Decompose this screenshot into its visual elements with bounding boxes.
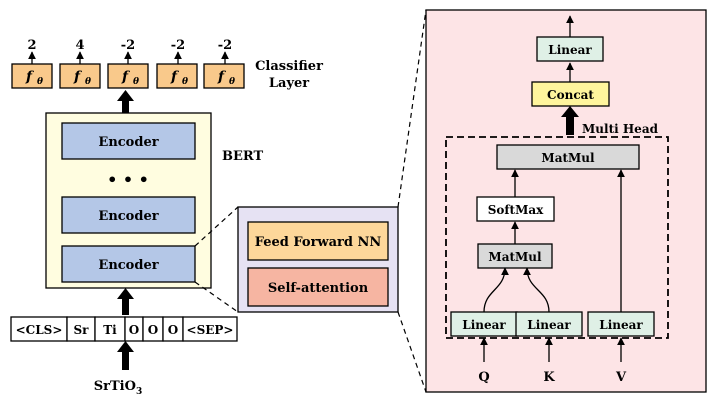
multi-head-to-concat-arrow bbox=[561, 106, 579, 135]
svg-text:f: f bbox=[170, 69, 180, 85]
token-o: O bbox=[148, 323, 158, 337]
encoder-block-highlighted: Encoder bbox=[61, 245, 196, 283]
svg-text:Linear: Linear bbox=[548, 43, 592, 57]
classifier-unit: f θ bbox=[107, 63, 149, 89]
multi-head-label: Multi Head bbox=[582, 122, 659, 136]
svg-text:Encoder: Encoder bbox=[98, 258, 158, 273]
svg-text:f: f bbox=[217, 69, 227, 85]
svg-text:f: f bbox=[73, 69, 83, 85]
matmul-bottom-block: MatMul bbox=[477, 243, 553, 269]
svg-text:f: f bbox=[25, 69, 35, 85]
feed-forward-block: Feed Forward NN bbox=[247, 221, 389, 261]
token-sep: <SEP> bbox=[187, 323, 234, 337]
classifier-output-1: 2 bbox=[27, 38, 36, 53]
svg-text:Concat: Concat bbox=[547, 88, 594, 102]
svg-text:Feed Forward NN: Feed Forward NN bbox=[255, 235, 382, 250]
input-formula: SrTiO3 bbox=[94, 379, 142, 397]
encoder-block: Encoder bbox=[61, 122, 196, 160]
tokens-to-bert-arrow bbox=[117, 288, 134, 315]
svg-text:Self-attention: Self-attention bbox=[268, 281, 369, 296]
classifier-output-3: -2 bbox=[121, 38, 135, 53]
softmax-block: SoftMax bbox=[476, 196, 555, 222]
classifier-output-2: 4 bbox=[75, 38, 84, 53]
classifier-layer-label-2: Layer bbox=[269, 76, 309, 91]
token-ti: Ti bbox=[103, 323, 117, 337]
input-v: V bbox=[615, 370, 627, 385]
self-attention-block: Self-attention bbox=[247, 267, 389, 307]
classifier-output-5: -2 bbox=[218, 38, 232, 53]
classifier-layer-label: Classifier bbox=[255, 59, 323, 74]
zoom-lines-encoder bbox=[194, 206, 239, 313]
bert-label: BERT bbox=[222, 149, 263, 164]
svg-text:MatMul: MatMul bbox=[488, 250, 542, 264]
svg-text:Linear: Linear bbox=[527, 318, 571, 332]
token-row bbox=[10, 316, 238, 342]
input-k: K bbox=[543, 370, 555, 385]
classifier-unit: f θ bbox=[156, 63, 198, 89]
token-sr: Sr bbox=[74, 323, 90, 337]
classifier-output-arrows bbox=[28, 51, 229, 64]
linear-q-block: Linear bbox=[450, 311, 518, 337]
svg-text:MatMul: MatMul bbox=[541, 151, 595, 165]
classifier-unit: f θ bbox=[203, 63, 245, 89]
classifier-output-4: -2 bbox=[171, 38, 185, 53]
linear-k-block: Linear bbox=[515, 311, 583, 337]
token-o: O bbox=[129, 323, 139, 337]
zoom-lines-attention bbox=[397, 9, 427, 393]
svg-text:Linear: Linear bbox=[462, 318, 506, 332]
svg-text:θ: θ bbox=[85, 77, 91, 87]
attention-arrows bbox=[480, 15, 625, 362]
encoder-block: Encoder bbox=[61, 196, 196, 234]
input-q: Q bbox=[478, 370, 489, 385]
concat-block: Concat bbox=[531, 81, 610, 107]
token-o: O bbox=[168, 323, 178, 337]
encoder-ellipsis: • • • bbox=[107, 170, 149, 189]
token-cls: <CLS> bbox=[16, 323, 63, 337]
svg-text:Encoder: Encoder bbox=[98, 209, 158, 224]
multi-head-box bbox=[445, 136, 669, 339]
bert-to-classifier-arrow bbox=[117, 90, 134, 113]
input-to-tokens-arrow bbox=[117, 341, 134, 370]
svg-text:Encoder: Encoder bbox=[98, 135, 158, 150]
svg-text:θ: θ bbox=[37, 77, 43, 87]
classifier-layer: f θ f θ f θ f θ f θ bbox=[11, 63, 245, 89]
svg-text:Linear: Linear bbox=[599, 318, 643, 332]
classifier-unit: f θ bbox=[59, 63, 101, 89]
svg-text:θ: θ bbox=[133, 77, 139, 87]
svg-text:θ: θ bbox=[182, 77, 188, 87]
linear-output-block: Linear bbox=[536, 36, 604, 62]
matmul-top-block: MatMul bbox=[496, 144, 640, 170]
svg-text:θ: θ bbox=[229, 77, 235, 87]
linear-v-block: Linear bbox=[587, 311, 655, 337]
classifier-unit: f θ bbox=[11, 63, 53, 89]
svg-text:SoftMax: SoftMax bbox=[488, 203, 544, 217]
svg-text:f: f bbox=[121, 69, 131, 85]
